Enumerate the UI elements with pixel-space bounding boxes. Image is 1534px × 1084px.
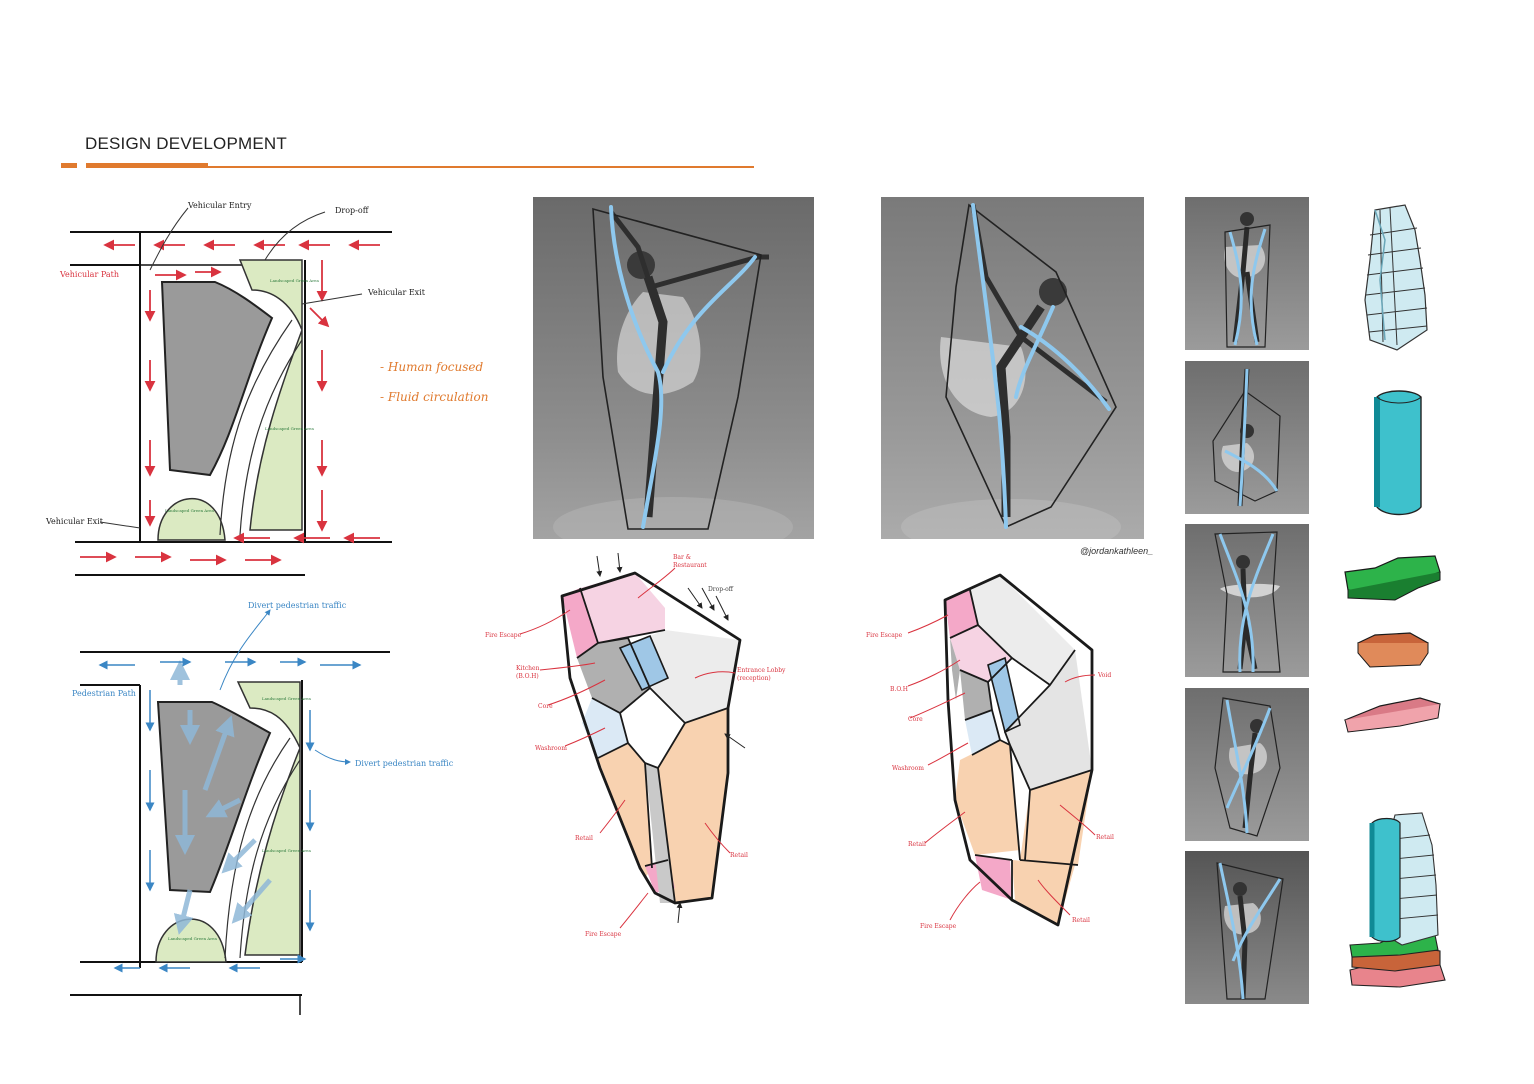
label-core: Core xyxy=(538,703,553,710)
page-title: DESIGN DEVELOPMENT xyxy=(85,134,287,153)
label-core: Core xyxy=(908,716,923,723)
dancer-thumb-1 xyxy=(1185,197,1309,350)
dancer-thumb-4 xyxy=(1185,688,1309,841)
dancer-gesture-sketch xyxy=(1212,368,1281,507)
label-pedestrian-path: Pedestrian Path xyxy=(72,689,136,698)
label-retail-bottom: Retail xyxy=(1072,917,1090,924)
zone-entrance-lobby xyxy=(650,630,740,723)
zone-circulation xyxy=(1005,650,1092,790)
zone-core xyxy=(960,670,992,720)
zone-retail-bottom xyxy=(1012,860,1075,925)
zone-corridor xyxy=(645,763,675,903)
label-vehicular-path: Vehicular Path xyxy=(59,270,119,279)
label-vehicular-exit-left: Vehicular Exit xyxy=(45,517,104,526)
label-retail-right: Retail xyxy=(730,852,748,859)
dancer-thumb-5 xyxy=(1185,851,1309,1004)
label-green-1: Landscaped Green Area xyxy=(262,696,311,701)
label-green-2: Landscaped Green Area xyxy=(265,426,314,431)
floor-plan-2: Fire Escape Void B.O.H Core Washroom Ret… xyxy=(866,573,1114,930)
label-vehicular-entry: Vehicular Entry xyxy=(187,201,252,210)
label-bar: Bar & xyxy=(673,554,692,561)
zone-reception xyxy=(620,636,668,690)
label-green-1: Landscaped Green Area xyxy=(270,278,319,283)
zone-retail-left xyxy=(955,740,1020,855)
label-entrance-lobby: Entrance Lobby xyxy=(737,667,786,674)
zone-core-strip xyxy=(950,638,960,700)
label-retail-left: Retail xyxy=(908,841,926,848)
label-divert-top: Divert pedestrian traffic xyxy=(248,601,347,610)
dancer-photo-1 xyxy=(533,197,814,539)
massing-slab-brown xyxy=(1357,632,1429,668)
label-bar-2: Restaurant xyxy=(673,562,707,569)
green-area-top xyxy=(238,259,303,531)
massing-tower-glass xyxy=(1364,204,1428,351)
label-retail-left: Retail xyxy=(575,835,593,842)
zone-fire-escape-top xyxy=(945,590,978,638)
title-accent-block xyxy=(61,163,77,168)
site-plan-vehicular: Vehicular Entry Drop-off Vehicular Exit … xyxy=(45,201,426,576)
label-vehicular-exit-right: Vehicular Exit xyxy=(367,288,426,297)
dancer-thumb-2 xyxy=(1185,361,1309,514)
floor-plan-1: Bar & Restaurant Drop-off Fire Escape Ki… xyxy=(485,552,786,938)
note-human-focused: - Human focused xyxy=(380,360,484,374)
title-underline-thin xyxy=(208,166,754,168)
note-fluid-circulation: - Fluid circulation xyxy=(380,390,488,404)
label-fire-escape-top: Fire Escape xyxy=(485,632,522,639)
dancer-gesture-sketch xyxy=(901,203,1121,539)
dancer-gesture-sketch xyxy=(1214,531,1281,673)
zone-retail-left xyxy=(598,743,652,878)
dancer-gesture-sketch xyxy=(553,205,793,539)
zone-fire-escape-top xyxy=(562,588,598,658)
label-retail-right: Retail xyxy=(1096,834,1114,841)
label-entrance-2: (reception) xyxy=(737,675,771,682)
label-divert-right: Divert pedestrian traffic xyxy=(355,759,454,768)
zone-fire-escape-bottom xyxy=(975,855,1012,900)
dancer-thumb-3 xyxy=(1185,524,1309,677)
label-washroom: Washroom xyxy=(892,765,924,772)
title-underline-thick xyxy=(86,163,208,168)
label-drop-off: Drop-off xyxy=(708,586,734,593)
label-drop-off: Drop-off xyxy=(335,206,370,215)
label-fire-escape-bottom: Fire Escape xyxy=(920,923,957,930)
label-kitchen: Kitchen xyxy=(516,665,540,672)
concept-notes: - Human focused - Fluid circulation xyxy=(380,360,488,404)
label-kitchen-2: (B.O.H) xyxy=(516,673,539,680)
zone-bar xyxy=(580,573,665,643)
massing-composite xyxy=(1349,812,1446,988)
label-fire-escape-top: Fire Escape xyxy=(866,632,903,639)
green-area-bottom xyxy=(157,498,226,541)
label-green-2: Landscaped Green Area xyxy=(262,848,311,853)
label-green-3: Landscaped Green Area xyxy=(165,508,214,513)
label-washroom: Washroom xyxy=(535,745,567,752)
green-area-top xyxy=(236,681,301,956)
building-footprint xyxy=(160,281,274,477)
dancer-gesture-sketch xyxy=(1214,697,1281,837)
dancer-gesture-sketch xyxy=(1216,862,1284,1000)
zone-shaft xyxy=(988,658,1020,732)
dancer-gesture-sketch xyxy=(1224,212,1271,348)
dancer-photo-2 xyxy=(881,197,1144,539)
photo-credit: @jordankathleen_ xyxy=(1080,546,1154,556)
label-fire-escape-bottom: Fire Escape xyxy=(585,931,622,938)
massing-slab-green xyxy=(1344,555,1441,601)
zone-retail-right xyxy=(1020,770,1092,865)
zone-retail-right xyxy=(658,708,728,903)
site-plan-pedestrian: Divert pedestrian traffic Pedestrian Pat… xyxy=(70,601,454,1015)
zone-void xyxy=(970,575,1075,685)
massing-cylinder xyxy=(1374,390,1422,516)
massing-slab-pink xyxy=(1343,697,1441,733)
label-green-3: Landscaped Green Area xyxy=(168,936,217,941)
label-void: Void xyxy=(1097,672,1111,679)
label-boh: B.O.H xyxy=(890,686,908,693)
